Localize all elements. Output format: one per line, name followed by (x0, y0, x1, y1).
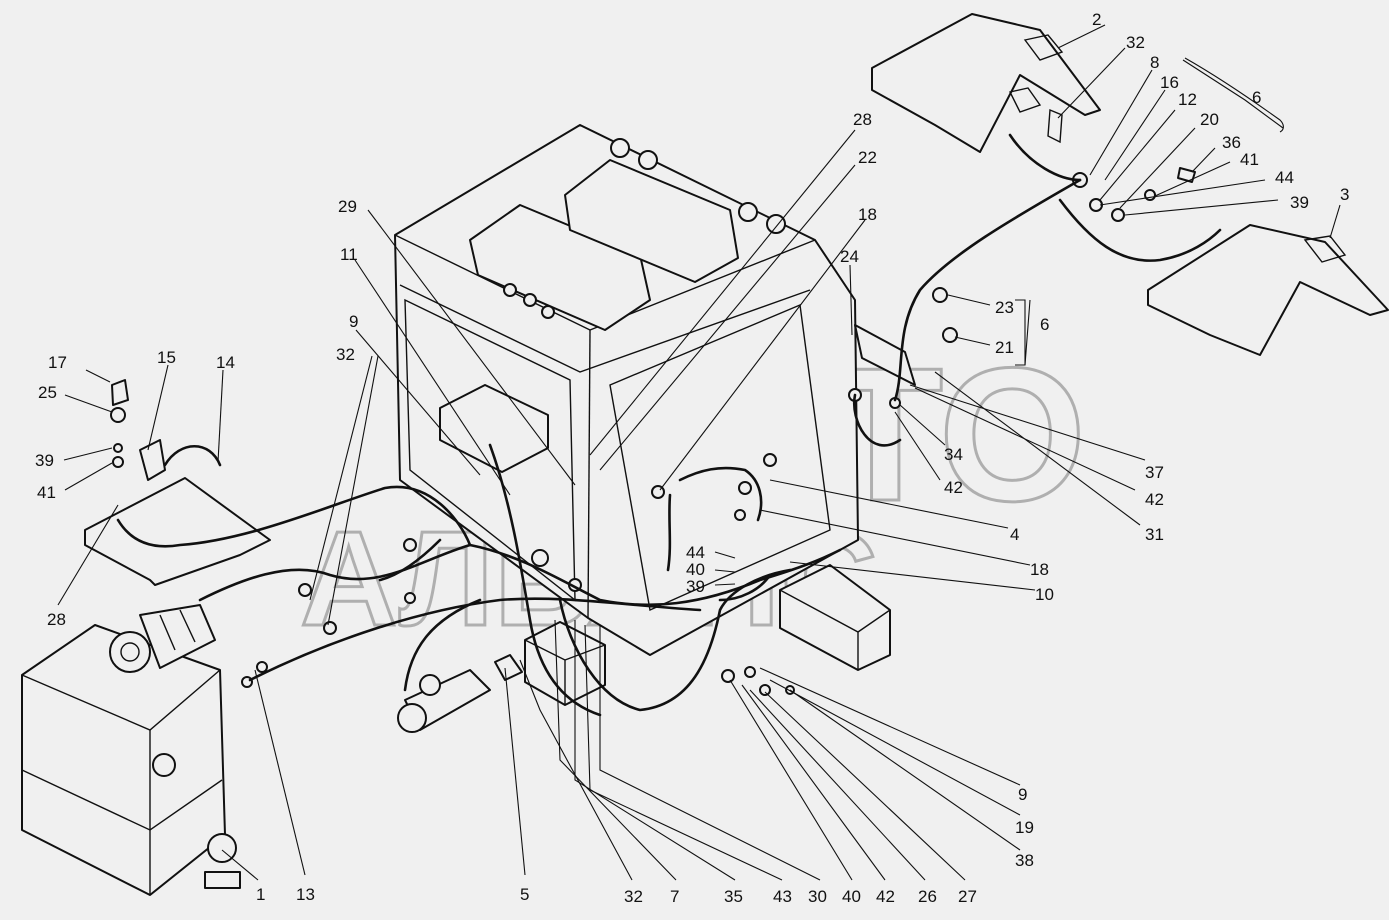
callout: 37 (1145, 463, 1164, 482)
fender-left (871, 13, 1101, 153)
callout: 26 (918, 887, 937, 906)
callout: 14 (216, 353, 235, 372)
callout: 44 (686, 543, 705, 562)
roof-lamp (766, 214, 786, 234)
callout: 38 (1015, 851, 1034, 870)
callout: 16 (1160, 73, 1179, 92)
callout: 27 (958, 887, 977, 906)
callout: 28 (853, 110, 872, 129)
wiring-harness (116, 133, 1222, 717)
callout: 15 (157, 348, 176, 367)
callout: 41 (37, 483, 56, 502)
callout: 6 (1040, 315, 1049, 334)
callout: 9 (349, 312, 358, 331)
group-brace (1184, 57, 1284, 133)
callout: 34 (944, 445, 963, 464)
callout: 20 (1200, 110, 1219, 129)
callout: 43 (773, 887, 792, 906)
callout: 32 (1126, 33, 1145, 52)
callout: 41 (1240, 150, 1259, 169)
callout: 36 (1222, 133, 1241, 152)
callout: 42 (1145, 490, 1164, 509)
starter-motor (397, 669, 491, 733)
callout: 29 (338, 197, 357, 216)
bracket-panel (84, 477, 271, 586)
callout: 39 (1290, 193, 1309, 212)
callout: 28 (47, 610, 66, 629)
battery (779, 564, 891, 671)
battery-box (21, 624, 241, 896)
callout: 1 (256, 885, 265, 904)
callout: 42 (944, 478, 963, 497)
leader-lines (57, 24, 1341, 881)
callout: 44 (1275, 168, 1294, 187)
callout: 22 (858, 148, 877, 167)
roof-lamp (638, 150, 658, 170)
callout: 23 (995, 298, 1014, 317)
callout: 24 (840, 247, 859, 266)
callout: 13 (296, 885, 315, 904)
relay-box (439, 384, 549, 473)
callout: 19 (1015, 818, 1034, 837)
callout: 18 (1030, 560, 1049, 579)
callout: 40 (686, 560, 705, 579)
callout: 18 (858, 205, 877, 224)
callout: 30 (808, 887, 827, 906)
roof-lamp (610, 138, 630, 158)
callout: 32 (624, 887, 643, 906)
callout: 8 (1150, 53, 1159, 72)
callout: 35 (724, 887, 743, 906)
callout: 10 (1035, 585, 1054, 604)
callout: 40 (842, 887, 861, 906)
callout: 9 (1018, 785, 1027, 804)
callout: 3 (1340, 185, 1349, 204)
callout: 7 (670, 887, 679, 906)
callout: 21 (995, 338, 1014, 357)
callout: 4 (1010, 525, 1019, 544)
callout: 32 (336, 345, 355, 364)
callout: 2 (1092, 10, 1101, 29)
callout: 39 (35, 451, 54, 470)
callout: 12 (1178, 90, 1197, 109)
callout: 17 (48, 353, 67, 372)
fender-right (1147, 224, 1389, 356)
callout: 39 (686, 577, 705, 596)
alternator (109, 604, 216, 673)
roof-lamp (738, 202, 758, 222)
callout: 5 (520, 885, 529, 904)
group-brace (1015, 299, 1026, 366)
callout-labels: 2 32 8 16 12 20 6 36 41 44 39 3 28 22 29… (35, 10, 1349, 906)
callout: 6 (1252, 88, 1261, 107)
callout: 42 (876, 887, 895, 906)
callout: 31 (1145, 525, 1164, 544)
callout: 25 (38, 383, 57, 402)
callout: 11 (340, 245, 358, 264)
